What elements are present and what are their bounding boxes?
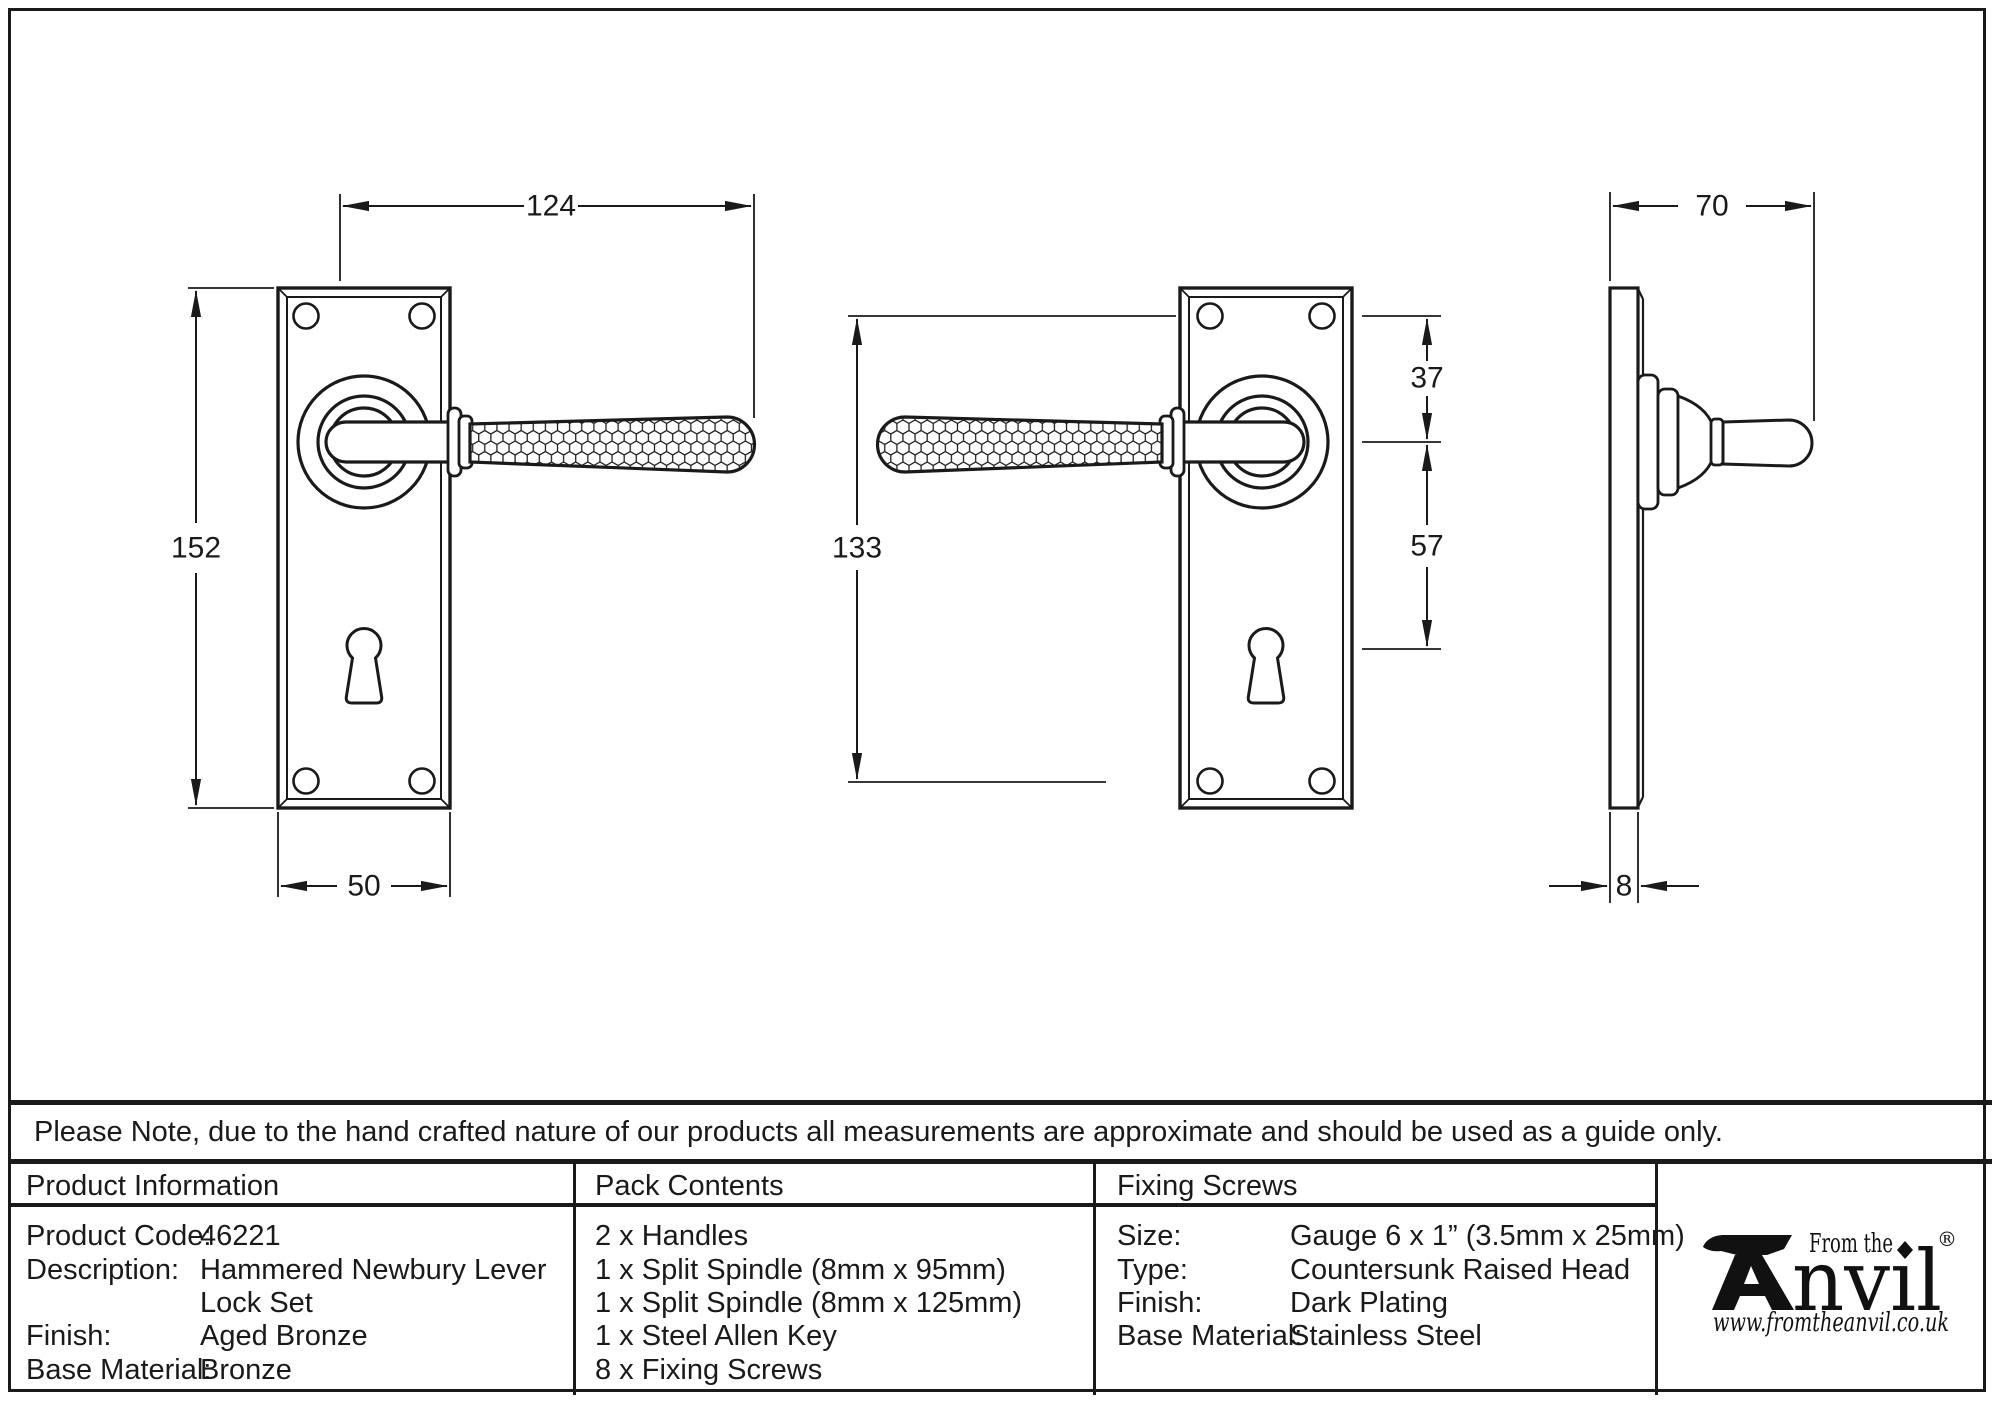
dimension-8: 8	[1549, 812, 1699, 903]
backplate-bevel	[286, 296, 442, 800]
dimension-57: 57	[1410, 444, 1444, 647]
table-row-label: Size:	[1117, 1220, 1182, 1252]
dimension-133: 133	[832, 315, 1176, 783]
dim-label: 133	[832, 532, 882, 565]
dim-label: 37	[1410, 362, 1443, 395]
table-row-value: Hammered Newbury Lever	[200, 1254, 547, 1286]
dim-label: 70	[1695, 190, 1728, 223]
logo-wordmark: nvıl	[1792, 1232, 1942, 1330]
technical-drawing: 124 152 50	[171, 190, 1815, 903]
lever-grip-side	[1721, 418, 1814, 468]
measurement-note: Please Note, due to the hand crafted nat…	[34, 1115, 1723, 1148]
table-row-label: Base Material:	[26, 1354, 212, 1386]
table-row-label: Product Code:	[26, 1220, 212, 1252]
sheet-border	[8, 8, 1986, 1392]
table-row-value: Stainless Steel	[1290, 1320, 1482, 1352]
dimension-50: 50	[277, 812, 451, 903]
dim-label: 50	[347, 870, 380, 903]
fixing-screws-header: Fixing Screws	[1117, 1170, 1298, 1202]
pack-item: 2 x Handles	[595, 1220, 749, 1252]
table-row-value: Bronze	[200, 1354, 292, 1386]
dim-label: 124	[526, 190, 576, 223]
table-header-divider	[8, 1203, 1658, 1207]
pack-contents-header: Pack Contents	[595, 1170, 784, 1202]
screw-hole	[1308, 767, 1336, 795]
table-row-value: Gauge 6 x 1” (3.5mm x 25mm)	[1290, 1220, 1685, 1252]
measurement-note-row: Please Note, due to the hand crafted nat…	[8, 1100, 1992, 1164]
dimension-152: 152	[171, 287, 274, 809]
screw-hole	[1308, 302, 1336, 330]
table-row-value: Countersunk Raised Head	[1290, 1254, 1631, 1286]
table-row-label: Base Material:	[1117, 1320, 1303, 1352]
column-divider	[1655, 1164, 1658, 1395]
dim-label: 8	[1616, 870, 1633, 903]
table-row-label: Finish:	[1117, 1287, 1203, 1319]
logo-url: www.fromtheanvil.co.uk	[1713, 1307, 1949, 1338]
backplate-bevel	[1188, 296, 1344, 800]
screw-hole	[408, 767, 436, 795]
screw-hole	[292, 767, 320, 795]
view-front-lever-right	[276, 286, 757, 810]
table-row-value: 46221	[200, 1220, 281, 1252]
screw-hole	[1196, 767, 1224, 795]
table-row-value: Dark Plating	[1290, 1287, 1448, 1319]
screw-hole	[408, 302, 436, 330]
screw-hole	[292, 302, 320, 330]
lever-neck	[1168, 420, 1306, 464]
view-side-profile	[1608, 286, 1814, 810]
backplate-side	[1608, 286, 1640, 810]
pack-item: 1 x Steel Allen Key	[595, 1320, 837, 1352]
column-divider	[1093, 1164, 1096, 1395]
pack-item: 1 x Split Spindle (8mm x 95mm)	[595, 1254, 1006, 1286]
dim-label: 152	[171, 532, 221, 565]
dim-label: 57	[1410, 530, 1443, 563]
keyhole	[1246, 626, 1286, 705]
table-row-label: Description:	[26, 1254, 180, 1286]
pack-item: 8 x Fixing Screws	[595, 1354, 823, 1386]
logo-prefix: From the	[1809, 1229, 1893, 1259]
view-front-lever-left	[875, 286, 1354, 810]
anvil-icon	[1703, 1235, 1794, 1310]
lever-grip-hammered	[468, 415, 757, 474]
dimension-37: 37	[1362, 315, 1444, 650]
table-row-label: Type:	[1117, 1254, 1188, 1286]
lever-neck	[324, 420, 462, 464]
pack-item: 1 x Split Spindle (8mm x 125mm)	[595, 1287, 1023, 1319]
product-info-header: Product Information	[26, 1170, 280, 1202]
lever-grip-hammered	[875, 415, 1164, 474]
dimension-124: 124	[339, 190, 755, 418]
table-row-value: Aged Bronze	[200, 1320, 368, 1352]
column-divider	[573, 1164, 576, 1395]
dimension-70: 70	[1609, 190, 1815, 421]
keyhole	[344, 626, 384, 705]
table-row-value: Lock Set	[200, 1287, 313, 1319]
logo-registered-mark: ®	[1937, 1227, 1957, 1251]
screw-hole	[1196, 302, 1224, 330]
logo-diamond-dot	[1897, 1241, 1913, 1259]
table-row-label: Finish:	[26, 1320, 112, 1352]
from-the-anvil-logo: From the nvıl ® www.fromtheanvil.co.uk	[1703, 1227, 1957, 1338]
